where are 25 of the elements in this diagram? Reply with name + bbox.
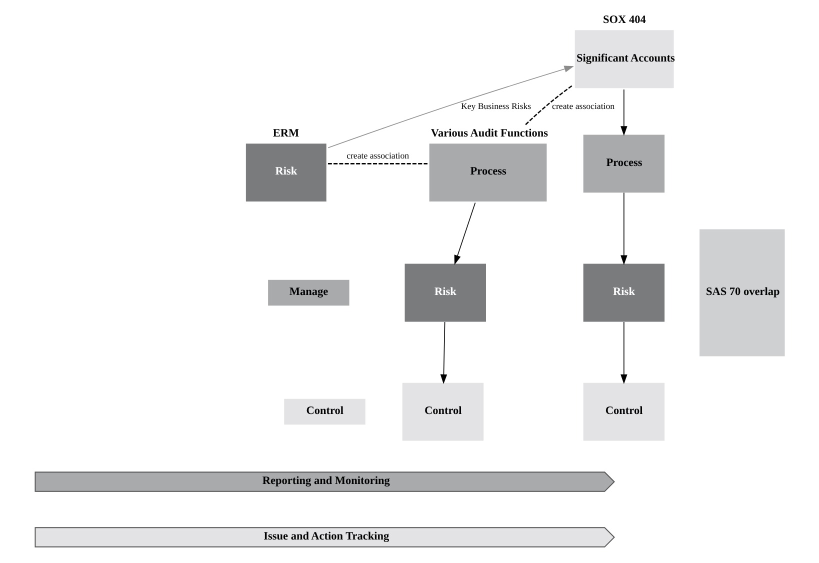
arrow [620, 322, 627, 384]
node-box: Control [284, 398, 365, 425]
connector [327, 163, 427, 164]
node-box: Risk [582, 264, 664, 322]
node-box: Significant Accounts [574, 30, 674, 88]
node-label: ERM [272, 127, 299, 140]
connector [524, 84, 573, 126]
edge-label: Key Business Risks [460, 101, 531, 112]
node-box: Control [582, 382, 664, 441]
node-box: Risk [245, 144, 326, 202]
arrow [620, 89, 627, 136]
node-box: Process [428, 144, 546, 202]
node-box: SAS 70 overlap [699, 229, 784, 356]
arrow [440, 322, 447, 384]
arrow [620, 192, 627, 265]
edge-label: create association [552, 101, 614, 112]
node-box: Control [402, 382, 484, 441]
node-label: SOX 404 [602, 14, 646, 26]
edge-label: create association [346, 150, 409, 161]
arrow [454, 202, 476, 265]
node-box: Risk [404, 264, 486, 322]
node-box: Process [582, 134, 664, 193]
node-label: Various Audit Functions [430, 127, 548, 140]
arrow [327, 66, 574, 148]
node-box: Manage [268, 280, 349, 306]
